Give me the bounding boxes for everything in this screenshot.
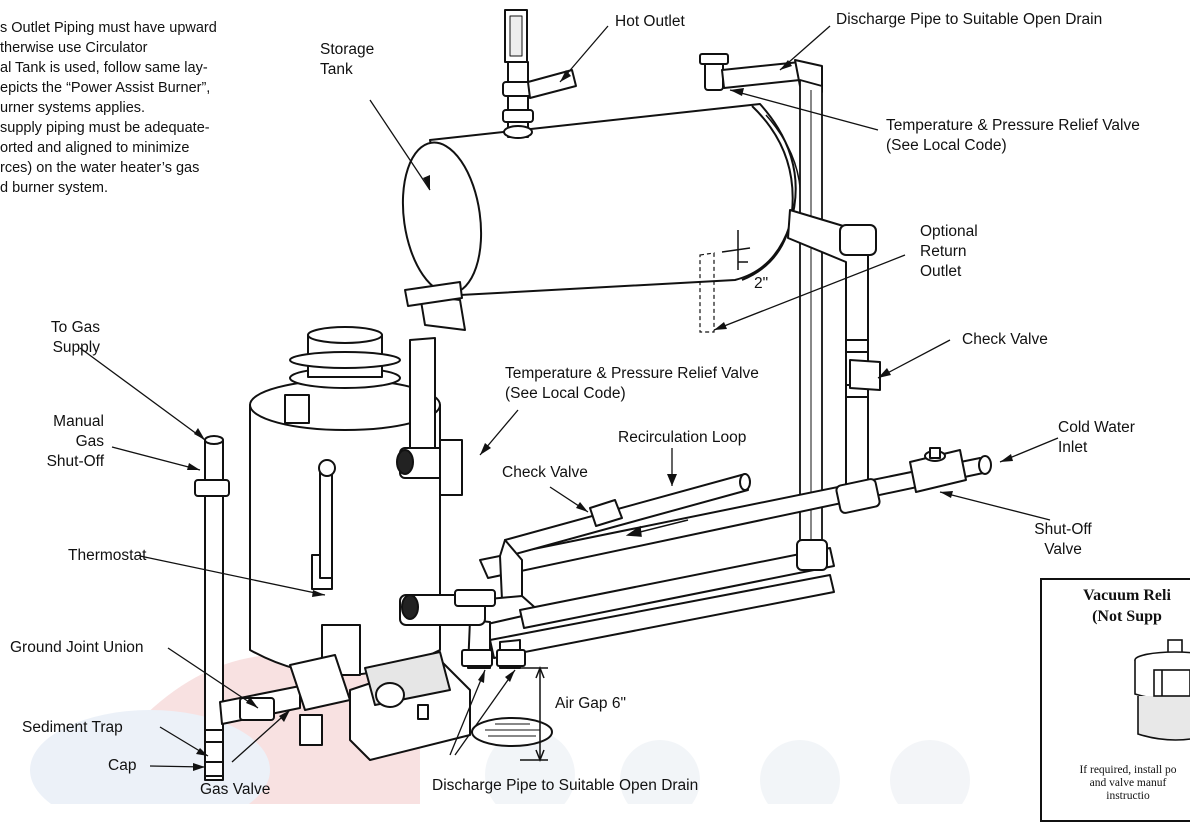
air-gap-dimension [506,665,548,763]
diagram-artwork [30,9,1059,804]
note-line: orted and aligned to minimize [0,140,190,156]
label-to-gas-supply: To Gas Supply [50,319,100,356]
label-gas-valve: Gas Valve [200,781,271,798]
label-discharge-bottom: Discharge Pipe to Suitable Open Drain [432,777,699,794]
label-shutoff-valve: Shut-Off Valve [1034,521,1092,558]
label-hot-outlet: Hot Outlet [615,13,685,30]
note-line: urner systems applies. [0,100,146,116]
hot-outlet-assembly [502,9,577,139]
cold-inlet-pipe [479,447,992,579]
heater-outlet-fittings [396,281,496,626]
label-sediment-trap: Sediment Trap [22,719,123,736]
dimension-2in [721,230,751,270]
vacuum-relief-title: Vacuum Reli (Not Supp [1083,587,1171,625]
label-manual-gas-shutoff: Manual Gas Shut-Off [46,413,104,470]
label-recirculation-loop: Recirculation Loop [618,429,747,446]
note-line: s Outlet Piping must have upward [0,20,217,36]
recirculation-loop [469,473,835,659]
bottom-discharge-pipes [461,619,553,747]
label-check-valve-right: Check Valve [962,331,1048,348]
label-tp-valve-mid: Temperature & Pressure Relief Valve (See… [505,365,759,402]
top-tp-valve-assembly [699,53,823,561]
label-discharge-top: Discharge Pipe to Suitable Open Drain [836,11,1103,28]
gas-supply-piping [194,435,351,781]
label-optional-return-outlet: Optional Return Outlet [920,223,978,280]
note-line: rces) on the water heater’s gas [0,160,200,176]
plumbing-diagram: s Outlet Piping must have upward therwis… [0,9,1190,822]
label-cold-water-inlet: Cold Water Inlet [1058,419,1135,456]
label-ground-joint-union: Ground Joint Union [10,639,144,656]
storage-tank [401,103,802,296]
leader-lines [79,25,1059,768]
label-storage-tank: Storage Tank [320,41,375,78]
leader-arrowheads [187,60,1013,771]
flow-arrow [625,519,689,537]
optional-return-outlet-dashed [699,252,715,333]
label-thermostat: Thermostat [68,547,147,564]
label-check-valve-left: Check Valve [502,464,588,481]
vacuum-relief-valve-icon [1134,639,1190,741]
burner-assembly [349,651,471,761]
vacuum-relief-inset: Vacuum Reli (Not Supp If required, insta… [1040,578,1190,822]
note-line: epicts the “Power Assist Burner”, [0,80,211,96]
label-dimension-2in: 2" [754,275,769,292]
installation-notes: s Outlet Piping must have upward therwis… [0,18,275,198]
water-heater [249,326,441,676]
note-line: al Tank is used, follow same lay- [0,60,208,76]
note-line: d burner system. [0,180,108,196]
label-tp-valve-top: Temperature & Pressure Relief Valve (See… [886,117,1140,154]
vacuum-relief-note: If required, install po and valve manuf … [1079,764,1177,802]
note-line: therwise use Circulator [0,40,148,56]
note-line: supply piping must be adequate- [0,120,210,136]
label-air-gap: Air Gap 6" [555,695,626,712]
label-cap: Cap [108,757,137,774]
